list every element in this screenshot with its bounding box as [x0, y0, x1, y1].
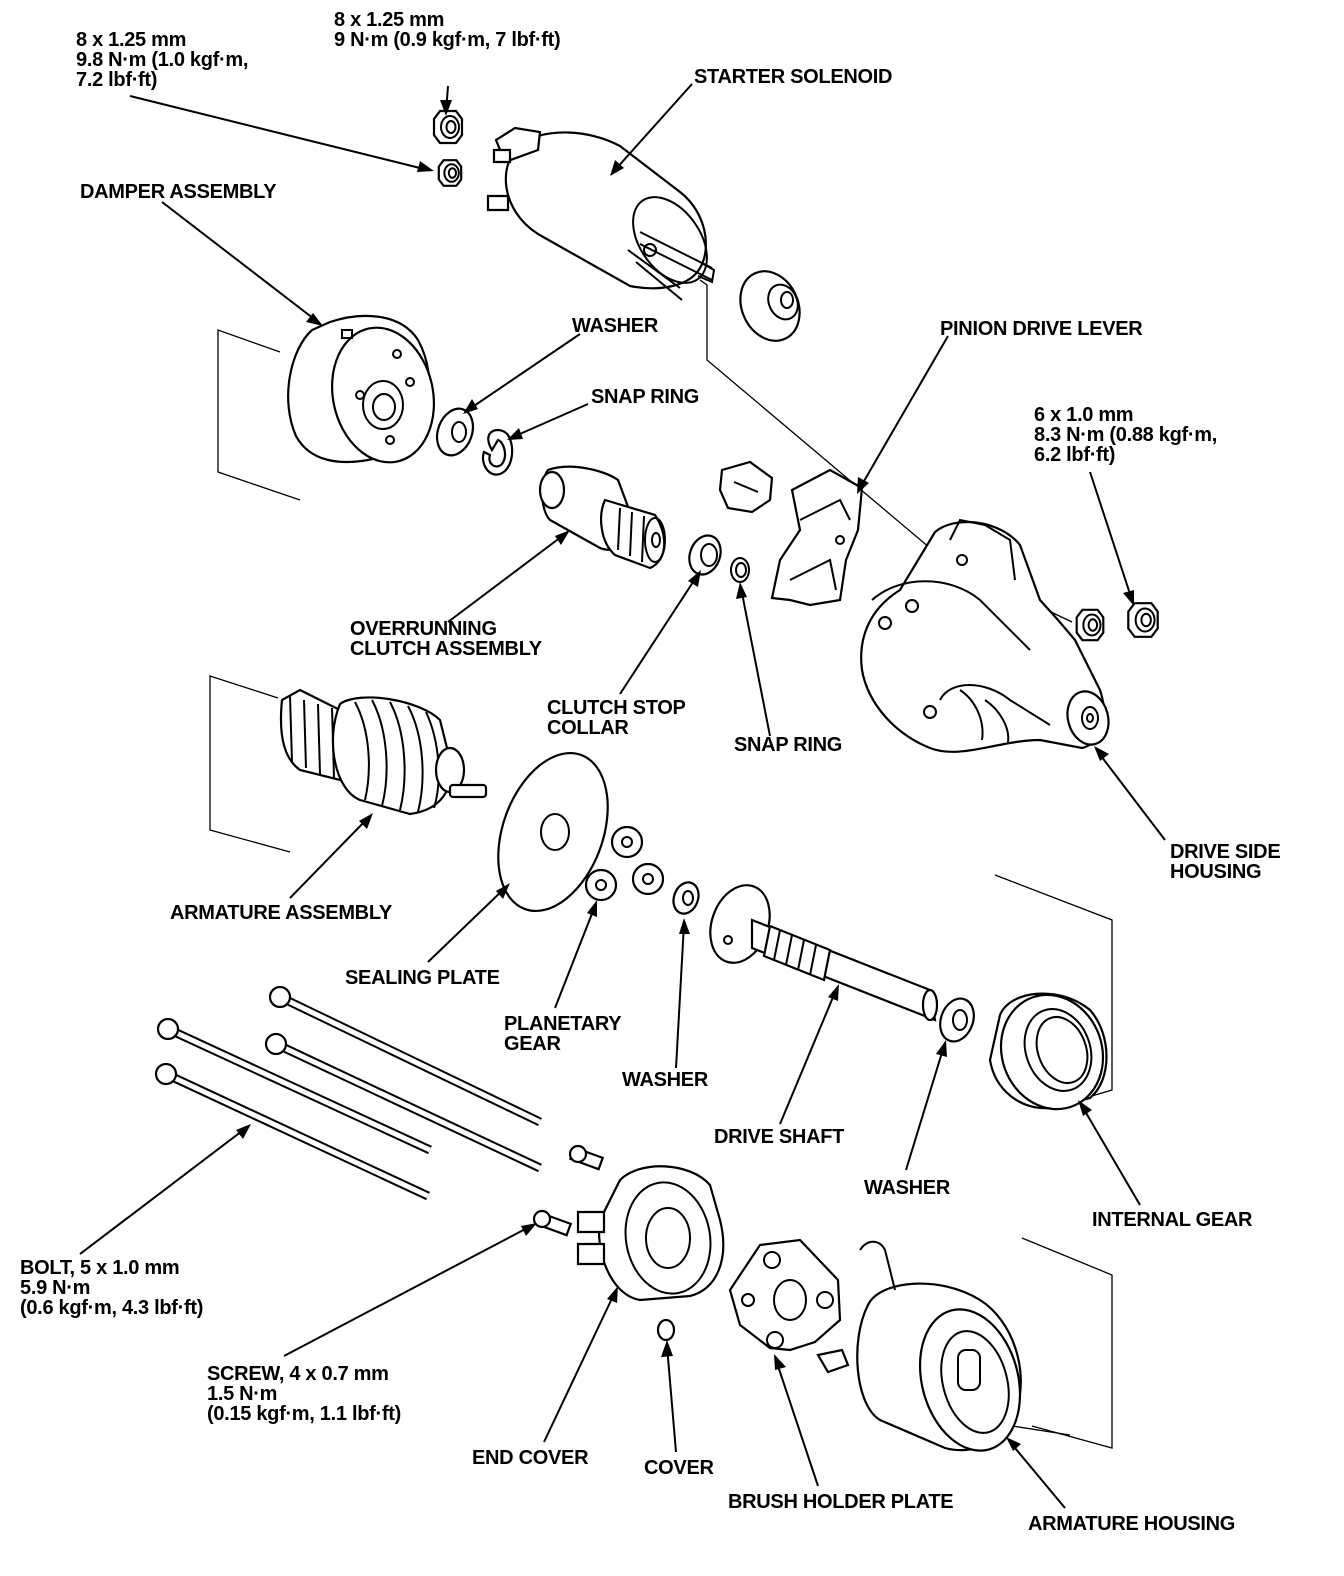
washer-3 — [934, 994, 979, 1046]
label-armature-housing: ARMATURE HOUSING — [1028, 1513, 1236, 1535]
planetary-gear-3 — [633, 864, 663, 894]
damper-assembly — [288, 316, 446, 472]
nut-6x1.0-b — [1127, 602, 1159, 638]
label-washer-1: WASHER — [572, 315, 658, 337]
label-clutch-stop-collar: CLUTCH STOP COLLAR — [547, 698, 686, 738]
snap-ring-1 — [483, 430, 512, 475]
label-drive-side-housing: DRIVE SIDE HOUSING — [1170, 841, 1281, 883]
label-cover: COVER — [644, 1457, 714, 1479]
nut-8x1.25-top — [432, 109, 464, 145]
internal-gear — [985, 980, 1119, 1123]
label-bolt-line-2: 5.9 N·m — [20, 1277, 91, 1299]
label-screw-line-3: (0.15 kgf·m, 1.1 lbf·ft) — [207, 1403, 401, 1425]
label-nut-top-line-2: 9 N·m (0.9 kgf·m, 7 lbf·ft) — [334, 29, 561, 51]
label-overrunning-clutch: OVERRUNNING CLUTCH ASSEMBLY — [350, 619, 542, 659]
washer-1 — [431, 404, 479, 461]
label-planetary-gear-line-2: GEAR — [504, 1033, 561, 1055]
end-cover-screw-1 — [570, 1146, 603, 1169]
label-drive-side-housing-line-2: HOUSING — [1170, 861, 1262, 883]
nut-6x1.0-a — [1075, 608, 1105, 642]
label-starter-solenoid: STARTER SOLENOID — [694, 66, 893, 88]
through-bolt-2 — [158, 1019, 430, 1150]
label-nut-right-line-2: 8.3 N·m (0.88 kgf·m, — [1034, 424, 1217, 446]
label-nut-top-line-1: 8 x 1.25 mm — [334, 9, 445, 31]
snap-ring-2 — [731, 558, 749, 582]
armature-housing — [818, 1242, 1035, 1462]
label-brush-holder-plate: BRUSH HOLDER PLATE — [728, 1491, 954, 1513]
end-cover — [578, 1166, 723, 1300]
nut-8x1.25-left — [437, 159, 463, 187]
through-bolt-4 — [156, 1064, 428, 1196]
overrunning-clutch-assembly — [540, 467, 665, 568]
label-screw-spec: SCREW, 4 x 0.7 mm 1.5 N·m (0.15 kgf·m, 1… — [207, 1364, 401, 1424]
label-armature-assembly: ARMATURE ASSEMBLY — [170, 902, 392, 924]
leader-lines — [80, 84, 1165, 1508]
label-planetary-gear: PLANETARY GEAR — [504, 1013, 622, 1055]
label-nut-left-line-3: 7.2 lbf·ft) — [76, 69, 158, 91]
label-drive-side-housing-line-1: DRIVE SIDE — [1170, 841, 1281, 863]
clutch-stop-collar — [684, 531, 726, 579]
brush-holder-plate — [730, 1240, 840, 1350]
label-nut-left-spec: 8 x 1.25 mm 9.8 N·m (1.0 kgf·m, 7.2 lbf·… — [76, 30, 248, 90]
through-bolt-1 — [270, 987, 540, 1122]
cover — [658, 1320, 674, 1340]
planetary-gear-1 — [612, 827, 642, 857]
label-nut-right-line-1: 6 x 1.0 mm — [1034, 404, 1134, 426]
label-washer-2: WASHER — [622, 1069, 708, 1091]
label-screw-line-2: 1.5 N·m — [207, 1383, 278, 1405]
label-snap-ring-1: SNAP RING — [591, 386, 700, 408]
drive-side-housing — [861, 520, 1114, 752]
label-nut-left-line-1: 8 x 1.25 mm — [76, 29, 187, 51]
label-overrunning-clutch-line-1: OVERRUNNING — [350, 618, 497, 640]
label-overrunning-clutch-line-2: CLUTCH ASSEMBLY — [350, 638, 542, 660]
label-sealing-plate: SEALING PLATE — [345, 967, 500, 989]
sealing-plate — [478, 738, 628, 926]
label-internal-gear: INTERNAL GEAR — [1092, 1209, 1253, 1231]
washer-2 — [669, 879, 702, 917]
solenoid-plunger-boot — [729, 262, 810, 351]
label-nut-top-spec: 8 x 1.25 mm 9 N·m (0.9 kgf·m, 7 lbf·ft) — [334, 9, 561, 51]
label-nut-right-line-3: 6.2 lbf·ft) — [1034, 444, 1116, 466]
end-cover-screw-2 — [534, 1211, 571, 1235]
label-clutch-stop-collar-line-1: CLUTCH STOP — [547, 697, 686, 719]
label-nut-right-spec: 6 x 1.0 mm 8.3 N·m (0.88 kgf·m, 6.2 lbf·… — [1034, 405, 1217, 465]
label-end-cover: END COVER — [472, 1447, 589, 1469]
armature-assembly — [281, 690, 486, 814]
through-bolt-3 — [266, 1034, 540, 1168]
label-drive-shaft: DRIVE SHAFT — [714, 1126, 845, 1148]
label-nut-left-line-2: 9.8 N·m (1.0 kgf·m, — [76, 49, 249, 71]
label-bolt-line-3: (0.6 kgf·m, 4.3 lbf·ft) — [20, 1297, 204, 1319]
label-washer-3: WASHER — [864, 1177, 950, 1199]
label-pinion-drive-lever: PINION DRIVE LEVER — [940, 318, 1143, 340]
pinion-drive-lever — [720, 462, 862, 605]
label-bolt-spec: BOLT, 5 x 1.0 mm 5.9 N·m (0.6 kgf·m, 4.3… — [20, 1258, 203, 1318]
label-clutch-stop-collar-line-2: COLLAR — [547, 717, 629, 739]
label-bolt-line-1: BOLT, 5 x 1.0 mm — [20, 1257, 180, 1279]
label-screw-line-1: SCREW, 4 x 0.7 mm — [207, 1363, 389, 1385]
label-planetary-gear-line-1: PLANETARY — [504, 1013, 622, 1035]
starter-solenoid — [488, 128, 722, 300]
label-damper-assembly: DAMPER ASSEMBLY — [80, 181, 277, 203]
planetary-gear-2 — [586, 870, 616, 900]
drive-shaft — [700, 877, 937, 1020]
label-snap-ring-2: SNAP RING — [734, 734, 843, 756]
